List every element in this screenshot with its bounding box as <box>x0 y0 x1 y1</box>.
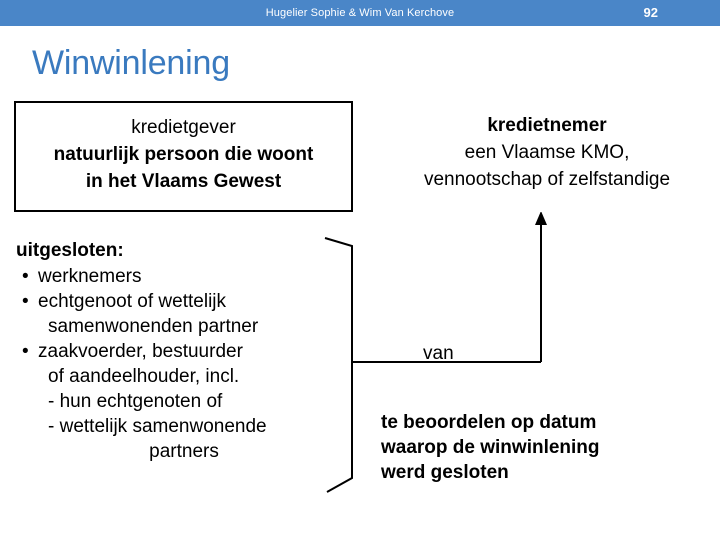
lender-box: kredietgever natuurlijk persoon die woon… <box>14 101 353 212</box>
lender-line-2: in het Vlaams Gewest <box>85 171 282 192</box>
assessment-line-1: te beoordelen op datum <box>381 412 597 433</box>
list-item: of aandeelhouder, incl. <box>48 366 240 387</box>
list-item: - hun echtgenoten of <box>48 391 223 412</box>
lender-heading: kredietgever <box>131 117 236 138</box>
assessment-line-2: waarop de winwinlening <box>381 437 600 458</box>
list-item: partners <box>149 441 219 462</box>
borrower-box: kredietnemer een Vlaamse KMO, vennootsch… <box>382 101 712 212</box>
excluded-list: werknemers echtgenoot of wettelijk samen… <box>16 264 352 464</box>
list-item: werknemers <box>16 264 352 289</box>
page-number: 92 <box>643 5 658 20</box>
borrower-line-2: vennootschap of zelfstandige <box>423 169 671 190</box>
page-title: Winwinlening <box>32 44 230 82</box>
borrower-heading: kredietnemer <box>487 115 607 136</box>
borrower-line-1: een Vlaamse KMO, <box>464 142 630 163</box>
assessment-line-3: werd gesloten <box>381 462 509 483</box>
list-item: - wettelijk samenwonende <box>48 416 267 437</box>
list-item: zaakvoerder, bestuurder <box>16 339 352 364</box>
excluded-heading: uitgesloten: <box>16 240 124 261</box>
list-item: samenwonenden partner <box>48 316 259 337</box>
connector-label-van: van <box>423 343 454 364</box>
excluded-block: uitgesloten: werknemers echtgenoot of we… <box>16 238 352 464</box>
header-bar <box>0 0 720 26</box>
header-author: Hugelier Sophie & Wim Van Kerchove <box>265 7 455 19</box>
assessment-block: te beoordelen op datum waarop de winwinl… <box>381 410 711 485</box>
lender-line-1: natuurlijk persoon die woont <box>53 144 314 165</box>
list-item: echtgenoot of wettelijk <box>16 289 352 314</box>
